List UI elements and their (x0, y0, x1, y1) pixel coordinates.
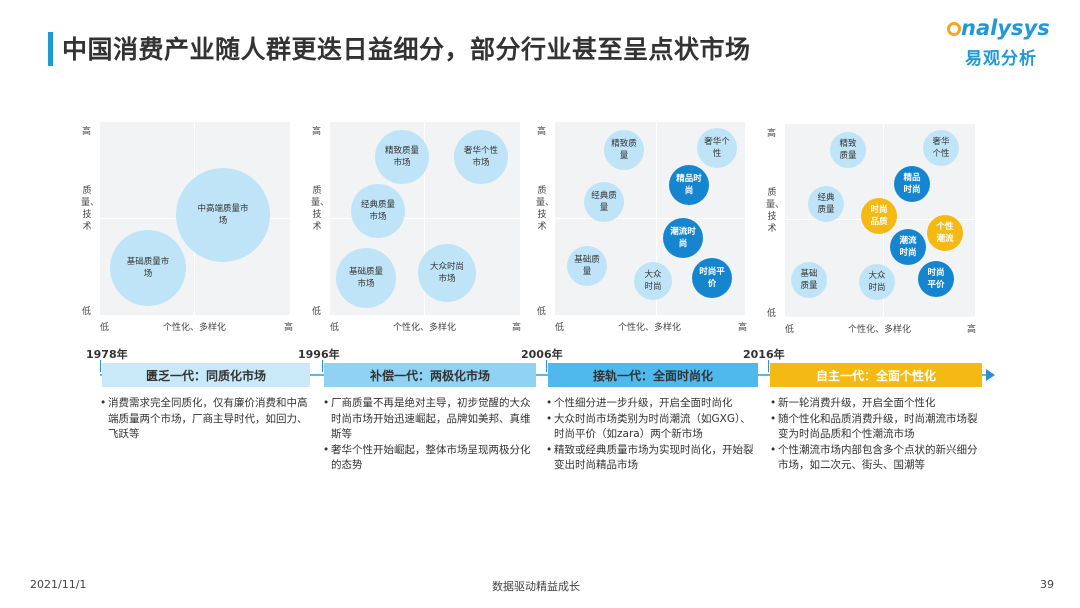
x-axis-high: 高 (284, 323, 294, 333)
footer-date: 2021/11/1 (30, 578, 87, 591)
page-number: 39 (1040, 578, 1054, 591)
era-description-1: 消费需求完全同质化，仅有廉价消费和中高端质量两个市场，厂商主导时代，如回力、飞跃… (100, 396, 310, 443)
description-point: 个性细分进一步升级，开启全面时尚化 (546, 396, 758, 412)
timeline-year: 1978年 (86, 348, 128, 361)
y-axis-label: 质量、技术 (311, 186, 330, 232)
timeline-tick (322, 360, 323, 372)
y-axis-label: 质量、技术 (536, 186, 555, 232)
matrix-horizontal-divider (330, 218, 520, 219)
timeline-year: 2006年 (521, 348, 563, 361)
y-axis-high: 高 (82, 127, 92, 137)
description-point: 消费需求完全同质化，仅有廉价消费和中高端质量两个市场，厂商主导时代，如回力、飞跃… (100, 396, 310, 443)
timeline-year: 2016年 (743, 348, 785, 361)
timeline-arrow-icon (986, 369, 995, 381)
x-axis-high: 高 (967, 325, 977, 335)
era-label-1: 匮乏一代：同质化市场 (102, 363, 310, 387)
market-bubble: 基础质量市场 (336, 248, 396, 308)
market-bubble: 时尚平价 (692, 258, 732, 298)
analysys-logo: nalysys 易观分析 (945, 16, 1055, 74)
y-axis-low: 低 (537, 307, 547, 317)
market-bubble: 个性潮流 (927, 215, 963, 251)
market-bubble: 精致质量 (604, 130, 644, 170)
timeline-tick (100, 360, 101, 372)
market-bubble: 大众时尚市场 (418, 244, 476, 302)
market-bubble: 基础质量市场 (110, 230, 186, 306)
market-bubble: 潮流时尚 (663, 218, 703, 258)
market-bubble: 精致质量市场 (375, 130, 429, 184)
timeline-year: 1996年 (298, 348, 340, 361)
market-bubble: 经典质量 (808, 186, 844, 222)
logo-text-en: nalysys (961, 16, 1050, 40)
logo-text-cn: 易观分析 (965, 49, 1037, 69)
market-bubble: 奢华个性 (923, 130, 959, 166)
x-axis-label: 个性化、多样化 (848, 325, 912, 335)
market-bubble: 时尚平价 (918, 261, 954, 297)
description-point: 厂商质量不再是绝对主导，初步觉醒的大众时尚市场开始迅速崛起，品牌如美邦、真维斯等 (323, 396, 535, 443)
y-axis-high: 高 (767, 129, 777, 139)
era-description-2: 厂商质量不再是绝对主导，初步觉醒的大众时尚市场开始迅速崛起，品牌如美邦、真维斯等… (323, 396, 535, 474)
timeline-axis (100, 374, 988, 376)
description-point: 奢华个性开始崛起，整体市场呈现两极分化的态势 (323, 443, 535, 474)
market-bubble: 时尚品质 (861, 198, 897, 234)
market-bubble: 精品时尚 (894, 166, 930, 202)
era-label-2: 补偿一代：两极化市场 (324, 363, 536, 387)
x-axis-low: 低 (785, 325, 795, 335)
y-axis-low: 低 (82, 307, 92, 317)
x-axis-label: 个性化、多样化 (163, 323, 227, 333)
x-axis-low: 低 (330, 323, 340, 333)
x-axis-high: 高 (512, 323, 522, 333)
y-axis-high: 高 (312, 127, 322, 137)
market-bubble: 基础质量 (567, 246, 607, 286)
timeline-tick (546, 360, 547, 372)
logo-mark-icon (947, 22, 961, 36)
era-description-4: 新一轮消费升级，开启全面个性化 随个性化和品质消费升级，时尚潮流市场裂变为时尚品… (770, 396, 982, 474)
market-bubble: 基础质量 (791, 262, 827, 298)
market-bubble: 经典质量 (584, 182, 624, 222)
description-point: 个性潮流市场内部包含多个点状的新兴细分市场，如二次元、街头、国潮等 (770, 443, 982, 474)
x-axis-low: 低 (555, 323, 565, 333)
footer-slogan: 数据驱动精益成长 (492, 580, 580, 593)
market-bubble: 奢华个性市场 (454, 130, 508, 184)
y-axis-low: 低 (312, 307, 322, 317)
x-axis-label: 个性化、多样化 (618, 323, 682, 333)
market-bubble: 大众时尚 (859, 264, 895, 300)
y-axis-label: 质量、技术 (81, 186, 100, 232)
era-description-3: 个性细分进一步升级，开启全面时尚化 大众时尚市场类别为时尚潮流（如GXG）、时尚… (546, 396, 758, 474)
x-axis-label: 个性化、多样化 (393, 323, 457, 333)
era-label-3: 接轨一代：全面时尚化 (548, 363, 758, 387)
y-axis-low: 低 (767, 309, 777, 319)
description-point: 大众时尚市场类别为时尚潮流（如GXG）、时尚平价（如zara）两个新市场 (546, 412, 758, 443)
x-axis-high: 高 (738, 323, 748, 333)
market-bubble: 奢华个性 (697, 128, 737, 168)
market-bubble: 潮流时尚 (890, 229, 926, 265)
description-point: 新一轮消费升级，开启全面个性化 (770, 396, 982, 412)
market-bubble: 精品时尚 (669, 165, 709, 205)
page-title: 中国消费产业随人群更迭日益细分，部分行业甚至呈点状市场 (62, 35, 751, 64)
timeline-tick (768, 360, 769, 372)
description-point: 随个性化和品质消费升级，时尚潮流市场裂变为时尚品质和个性潮流市场 (770, 412, 982, 443)
matrix-horizontal-divider (555, 218, 745, 219)
y-axis-high: 高 (537, 127, 547, 137)
market-bubble: 大众时尚 (634, 262, 672, 300)
y-axis-label: 质量、技术 (766, 188, 785, 234)
market-bubble: 经典质量市场 (351, 184, 405, 238)
market-bubble: 精致质量 (830, 132, 866, 168)
market-bubble: 中高端质量市场 (176, 168, 270, 262)
title-accent-bar (48, 32, 53, 66)
description-point: 精致或经典质量市场为实现时尚化，开始裂变出时尚精品市场 (546, 443, 758, 474)
x-axis-low: 低 (100, 323, 110, 333)
era-label-4: 自主一代：全面个性化 (770, 363, 982, 387)
